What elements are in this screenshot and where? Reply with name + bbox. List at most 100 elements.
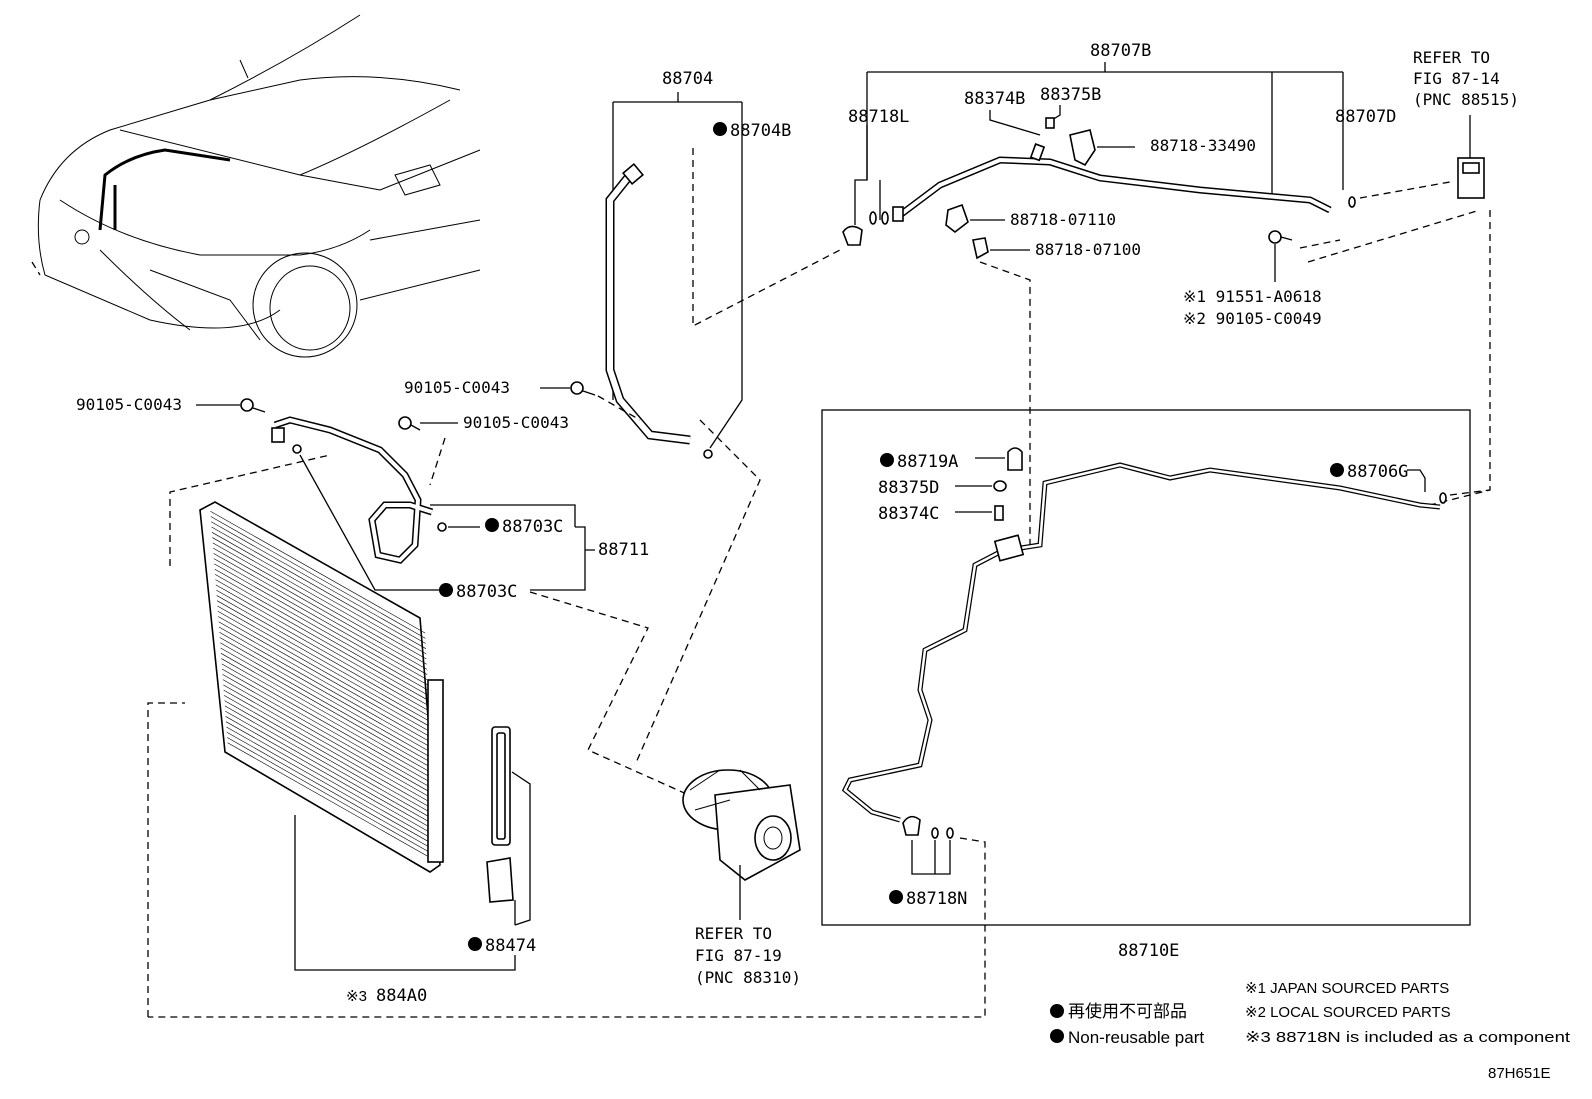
condenser-fin: [227, 742, 436, 862]
condenser-fin: [216, 595, 430, 717]
condenser-fin: [213, 553, 428, 675]
ref-line-3: (PNC 88515): [1413, 90, 1519, 109]
non-reusable-marker: [889, 890, 903, 904]
ref-line-1: REFER TO: [1413, 48, 1490, 67]
condenser-fin: [221, 658, 433, 779]
condenser-fin: [222, 674, 433, 794]
legend-bullet-jp: [1050, 1004, 1064, 1018]
condenser-fin: [219, 637, 432, 758]
condenser-fin: [223, 695, 434, 815]
label-88707D: 88707D: [1335, 107, 1396, 127]
condenser-fin: [216, 600, 430, 722]
label-884A0: 884A0: [376, 986, 427, 1006]
condenser-fin: [213, 558, 428, 681]
non-reusable-marker: [485, 518, 499, 532]
non-reusable-marker: [880, 453, 894, 467]
condenser-fin: [217, 605, 430, 727]
legend-non-reusable-en: Non-reusable part: [1068, 1028, 1204, 1047]
condenser-fin: [216, 589, 429, 712]
pipe-88707B-group: [842, 62, 1481, 545]
condenser-fin: [225, 716, 435, 836]
label-90105-C0043-c: 90105-C0043: [463, 413, 569, 432]
non-reusable-marker: [1330, 463, 1344, 477]
condenser-fin: [224, 705, 435, 825]
label-88704B: 88704B: [730, 121, 791, 141]
label-88719A: 88719A: [897, 452, 958, 472]
label-884A0-prefix: ※3: [346, 988, 367, 1005]
pipe-88710E-group: [148, 409, 1491, 1018]
condenser-fin: [223, 684, 434, 805]
label-88703C-a: 88703C: [502, 517, 563, 537]
condenser-fin: [214, 574, 429, 696]
label-88711: 88711: [598, 540, 649, 560]
label-88718-07110: 88718-07110: [1010, 210, 1116, 229]
note-local-sourced: ※2 LOCAL SOURCED PARTS: [1245, 1004, 1451, 1021]
condenser-fin: [223, 689, 434, 810]
note-japan-sourced: ※1 JAPAN SOURCED PARTS: [1245, 980, 1449, 997]
label-88710E: 88710E: [1118, 941, 1179, 961]
legend-non-reusable-jp: 再使用不可部品: [1068, 1001, 1187, 1021]
label-88718L: 88718L: [848, 107, 909, 127]
condenser-fin: [212, 547, 428, 670]
label-88374C: 88374C: [878, 504, 939, 524]
condenser-fin: [220, 653, 432, 774]
label-88375B: 88375B: [1040, 85, 1101, 105]
condenser-fin: [211, 521, 426, 644]
expansion-valve-ref: [1429, 115, 1491, 506]
figure-code: 87H651E: [1488, 1065, 1551, 1082]
legend-bullet-en: [1050, 1029, 1064, 1043]
condenser-fin: [215, 584, 429, 706]
refer-to-fig-87-14: REFER TO FIG 87-14 (PNC 88515): [1413, 48, 1519, 109]
condenser-fin: [211, 532, 427, 655]
hose-88711-group: [271, 416, 761, 801]
condenser-fin: [220, 642, 432, 763]
condenser-fin: [212, 542, 427, 665]
label-91551-A0618: ※1 91551-A0618: [1183, 287, 1322, 306]
condenser-fin: [214, 568, 429, 691]
condenser-fin: [225, 710, 435, 831]
part-labels: 88707B 88704 88704B 88718L 88374B 88375B…: [76, 41, 1408, 1006]
condenser-fin: [218, 626, 431, 748]
condenser-fin: [212, 537, 427, 660]
condenser-fin: [226, 731, 436, 851]
condenser-fin: [215, 579, 429, 701]
condenser-fin: [224, 700, 434, 820]
condenser-fin: [218, 621, 431, 743]
hose-88704-group: [605, 92, 841, 459]
label-90105-C0049: ※2 90105-C0049: [1183, 309, 1322, 328]
note-88718N-component: ※3 88718N is included as a component: [1245, 1029, 1571, 1046]
label-90105-C0043-b: 90105-C0043: [76, 395, 182, 414]
condenser-fin: [225, 721, 435, 841]
label-88374B: 88374B: [964, 89, 1025, 109]
label-88704: 88704: [662, 69, 713, 89]
label-88375D: 88375D: [878, 478, 939, 498]
ref-line-2: FIG 87-14: [1413, 69, 1500, 88]
condenser-fin: [217, 610, 430, 732]
condenser-fin: [214, 563, 428, 686]
condenser-fin: [219, 631, 431, 753]
label-88703C-b: 88703C: [456, 582, 517, 602]
condenser-fin: [220, 647, 432, 768]
condenser-fin: [221, 668, 433, 789]
condenser-fin: [210, 516, 426, 639]
ref-line-1: REFER TO: [695, 924, 772, 943]
desiccant-88474: [486, 726, 531, 926]
condenser-fin: [218, 616, 431, 737]
non-reusable-marker: [713, 122, 727, 136]
ref-line-3: (PNC 88310): [695, 968, 801, 987]
label-88706G: 88706G: [1347, 462, 1408, 482]
refer-to-fig-87-19: REFER TO FIG 87-19 (PNC 88310): [695, 924, 801, 987]
condenser-fin: [210, 510, 426, 634]
non-reusable-marker: [439, 583, 453, 597]
condenser-884A0: [147, 454, 516, 1017]
label-88718-33490: 88718-33490: [1150, 136, 1256, 155]
condenser-fin: [227, 737, 436, 856]
compressor-ref: [682, 769, 801, 920]
non-reusable-marker: [468, 937, 482, 951]
label-88718N: 88718N: [906, 889, 967, 909]
condenser-fin: [211, 526, 427, 649]
condenser-fin: [222, 679, 434, 800]
bolts-90105: [196, 381, 641, 431]
ref-line-2: FIG 87-19: [695, 946, 782, 965]
